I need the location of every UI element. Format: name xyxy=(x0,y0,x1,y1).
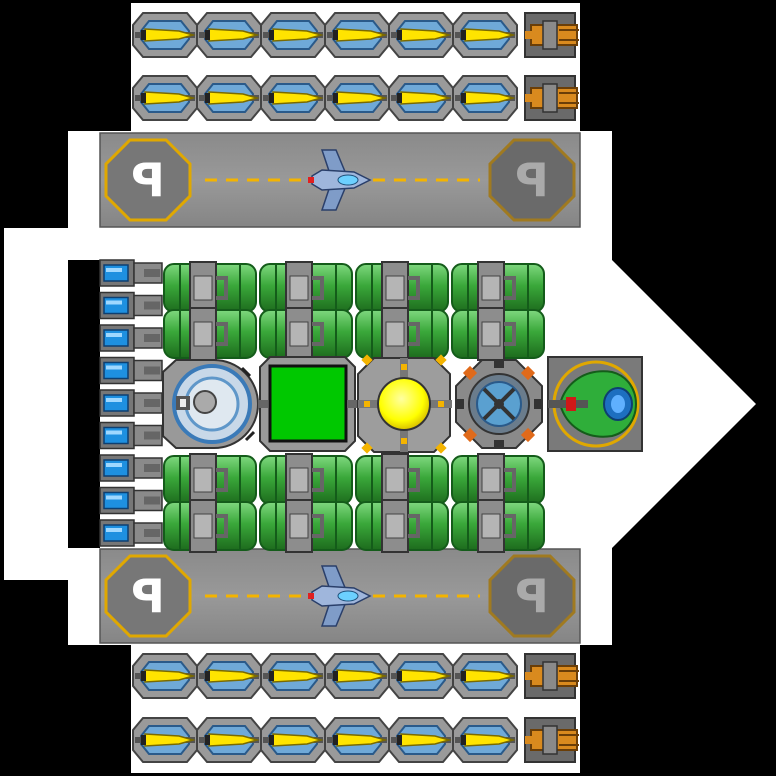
fuel-tank-icon[interactable] xyxy=(451,261,545,315)
landing-pad-right: ꟼ xyxy=(488,554,576,638)
fuel-tank-icon[interactable] xyxy=(355,261,449,315)
missile-icon[interactable] xyxy=(196,75,262,121)
missile-icon[interactable] xyxy=(196,717,262,763)
missile-icon[interactable] xyxy=(452,12,518,58)
fuel-tank-icon[interactable] xyxy=(451,499,545,553)
reactor-icon[interactable] xyxy=(357,354,452,454)
missile-icon[interactable] xyxy=(388,75,454,121)
thruster-icon[interactable] xyxy=(99,291,163,320)
missile-icon[interactable] xyxy=(452,653,518,699)
fuel-tank-icon[interactable] xyxy=(163,307,257,361)
hangar-top: ꟼ ꟼ xyxy=(99,132,581,228)
hangar-mark: ꟼ xyxy=(515,153,549,207)
fuel-tank-icon[interactable] xyxy=(259,453,353,507)
missile-icon[interactable] xyxy=(324,12,390,58)
core-modules xyxy=(162,354,643,454)
hangar-mark: ꟼ xyxy=(515,569,549,623)
fuel-tank-icon[interactable] xyxy=(259,499,353,553)
landing-pad-left: ꟼ xyxy=(104,138,192,222)
missile-icon[interactable] xyxy=(388,12,454,58)
missile-icon[interactable] xyxy=(324,717,390,763)
missile-icon[interactable] xyxy=(196,653,262,699)
fuel-tank-array xyxy=(163,261,545,553)
missile-icon[interactable] xyxy=(452,717,518,763)
missile-icon[interactable] xyxy=(132,717,198,763)
missile-icon[interactable] xyxy=(132,75,198,121)
hangar-mark: ꟼ xyxy=(131,569,165,623)
fuel-tank-icon[interactable] xyxy=(355,453,449,507)
missile-bays xyxy=(132,12,579,763)
thruster-icon[interactable] xyxy=(99,324,163,352)
missile-icon[interactable] xyxy=(132,12,198,58)
missile-icon[interactable] xyxy=(260,653,326,699)
missile-icon[interactable] xyxy=(388,653,454,699)
missile-icon[interactable] xyxy=(260,717,326,763)
missile-icon[interactable] xyxy=(196,12,262,58)
missile-icon[interactable] xyxy=(132,653,198,699)
launcher-icon[interactable] xyxy=(524,12,579,58)
fuel-tank-icon[interactable] xyxy=(355,307,449,361)
turret-icon[interactable] xyxy=(547,356,643,452)
landing-pad-right: ꟼ xyxy=(488,138,576,222)
missile-icon[interactable] xyxy=(324,75,390,121)
launcher-icon[interactable] xyxy=(524,75,579,121)
missile-icon[interactable] xyxy=(260,75,326,121)
thruster-icon[interactable] xyxy=(99,421,163,450)
thruster-icon[interactable] xyxy=(99,454,163,482)
fuel-tank-icon[interactable] xyxy=(259,307,353,361)
missile-icon[interactable] xyxy=(324,653,390,699)
landing-pad-left: ꟼ xyxy=(104,554,192,638)
fuel-tank-icon[interactable] xyxy=(163,499,257,553)
missile-icon[interactable] xyxy=(388,717,454,763)
fuel-tank-icon[interactable] xyxy=(163,453,257,507)
missile-icon[interactable] xyxy=(260,12,326,58)
fuel-cell-icon[interactable] xyxy=(258,356,357,452)
fighter-icon[interactable] xyxy=(308,565,372,627)
hangar-bottom: ꟼ ꟼ xyxy=(99,548,581,644)
shield-generator-icon[interactable] xyxy=(162,359,259,449)
thruster-icon[interactable] xyxy=(99,259,163,287)
thruster-icon[interactable] xyxy=(99,389,163,417)
fuel-tank-icon[interactable] xyxy=(451,307,545,361)
fuel-tank-icon[interactable] xyxy=(259,261,353,315)
fighter-icon[interactable] xyxy=(308,149,372,211)
thruster-icon[interactable] xyxy=(99,356,163,385)
thruster-icon[interactable] xyxy=(99,486,163,515)
thruster-icon[interactable] xyxy=(99,519,163,547)
launcher-icon[interactable] xyxy=(524,717,579,763)
fuel-tank-icon[interactable] xyxy=(451,453,545,507)
fuel-tank-icon[interactable] xyxy=(163,261,257,315)
gyroscope-icon[interactable] xyxy=(455,359,543,449)
thruster-column xyxy=(99,259,163,547)
fuel-tank-icon[interactable] xyxy=(355,499,449,553)
missile-icon[interactable] xyxy=(452,75,518,121)
launcher-icon[interactable] xyxy=(524,653,579,699)
hangar-mark: ꟼ xyxy=(131,153,165,207)
